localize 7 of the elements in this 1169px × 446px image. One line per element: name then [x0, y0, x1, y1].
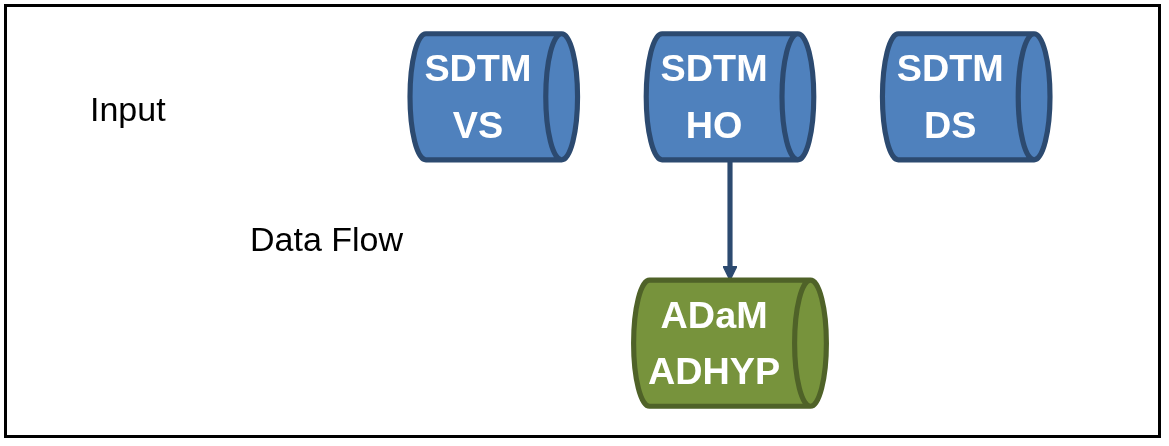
- node-text: SDTM DS: [896, 47, 1004, 147]
- text-label: Input: [90, 90, 166, 129]
- node-text: SDTM HO: [660, 47, 768, 147]
- node-text: ADaM ADHYP: [648, 293, 781, 393]
- node-text: SDTM VS: [424, 47, 532, 147]
- text-label: Data Flow: [250, 220, 404, 259]
- arrow: [722, 159, 738, 281]
